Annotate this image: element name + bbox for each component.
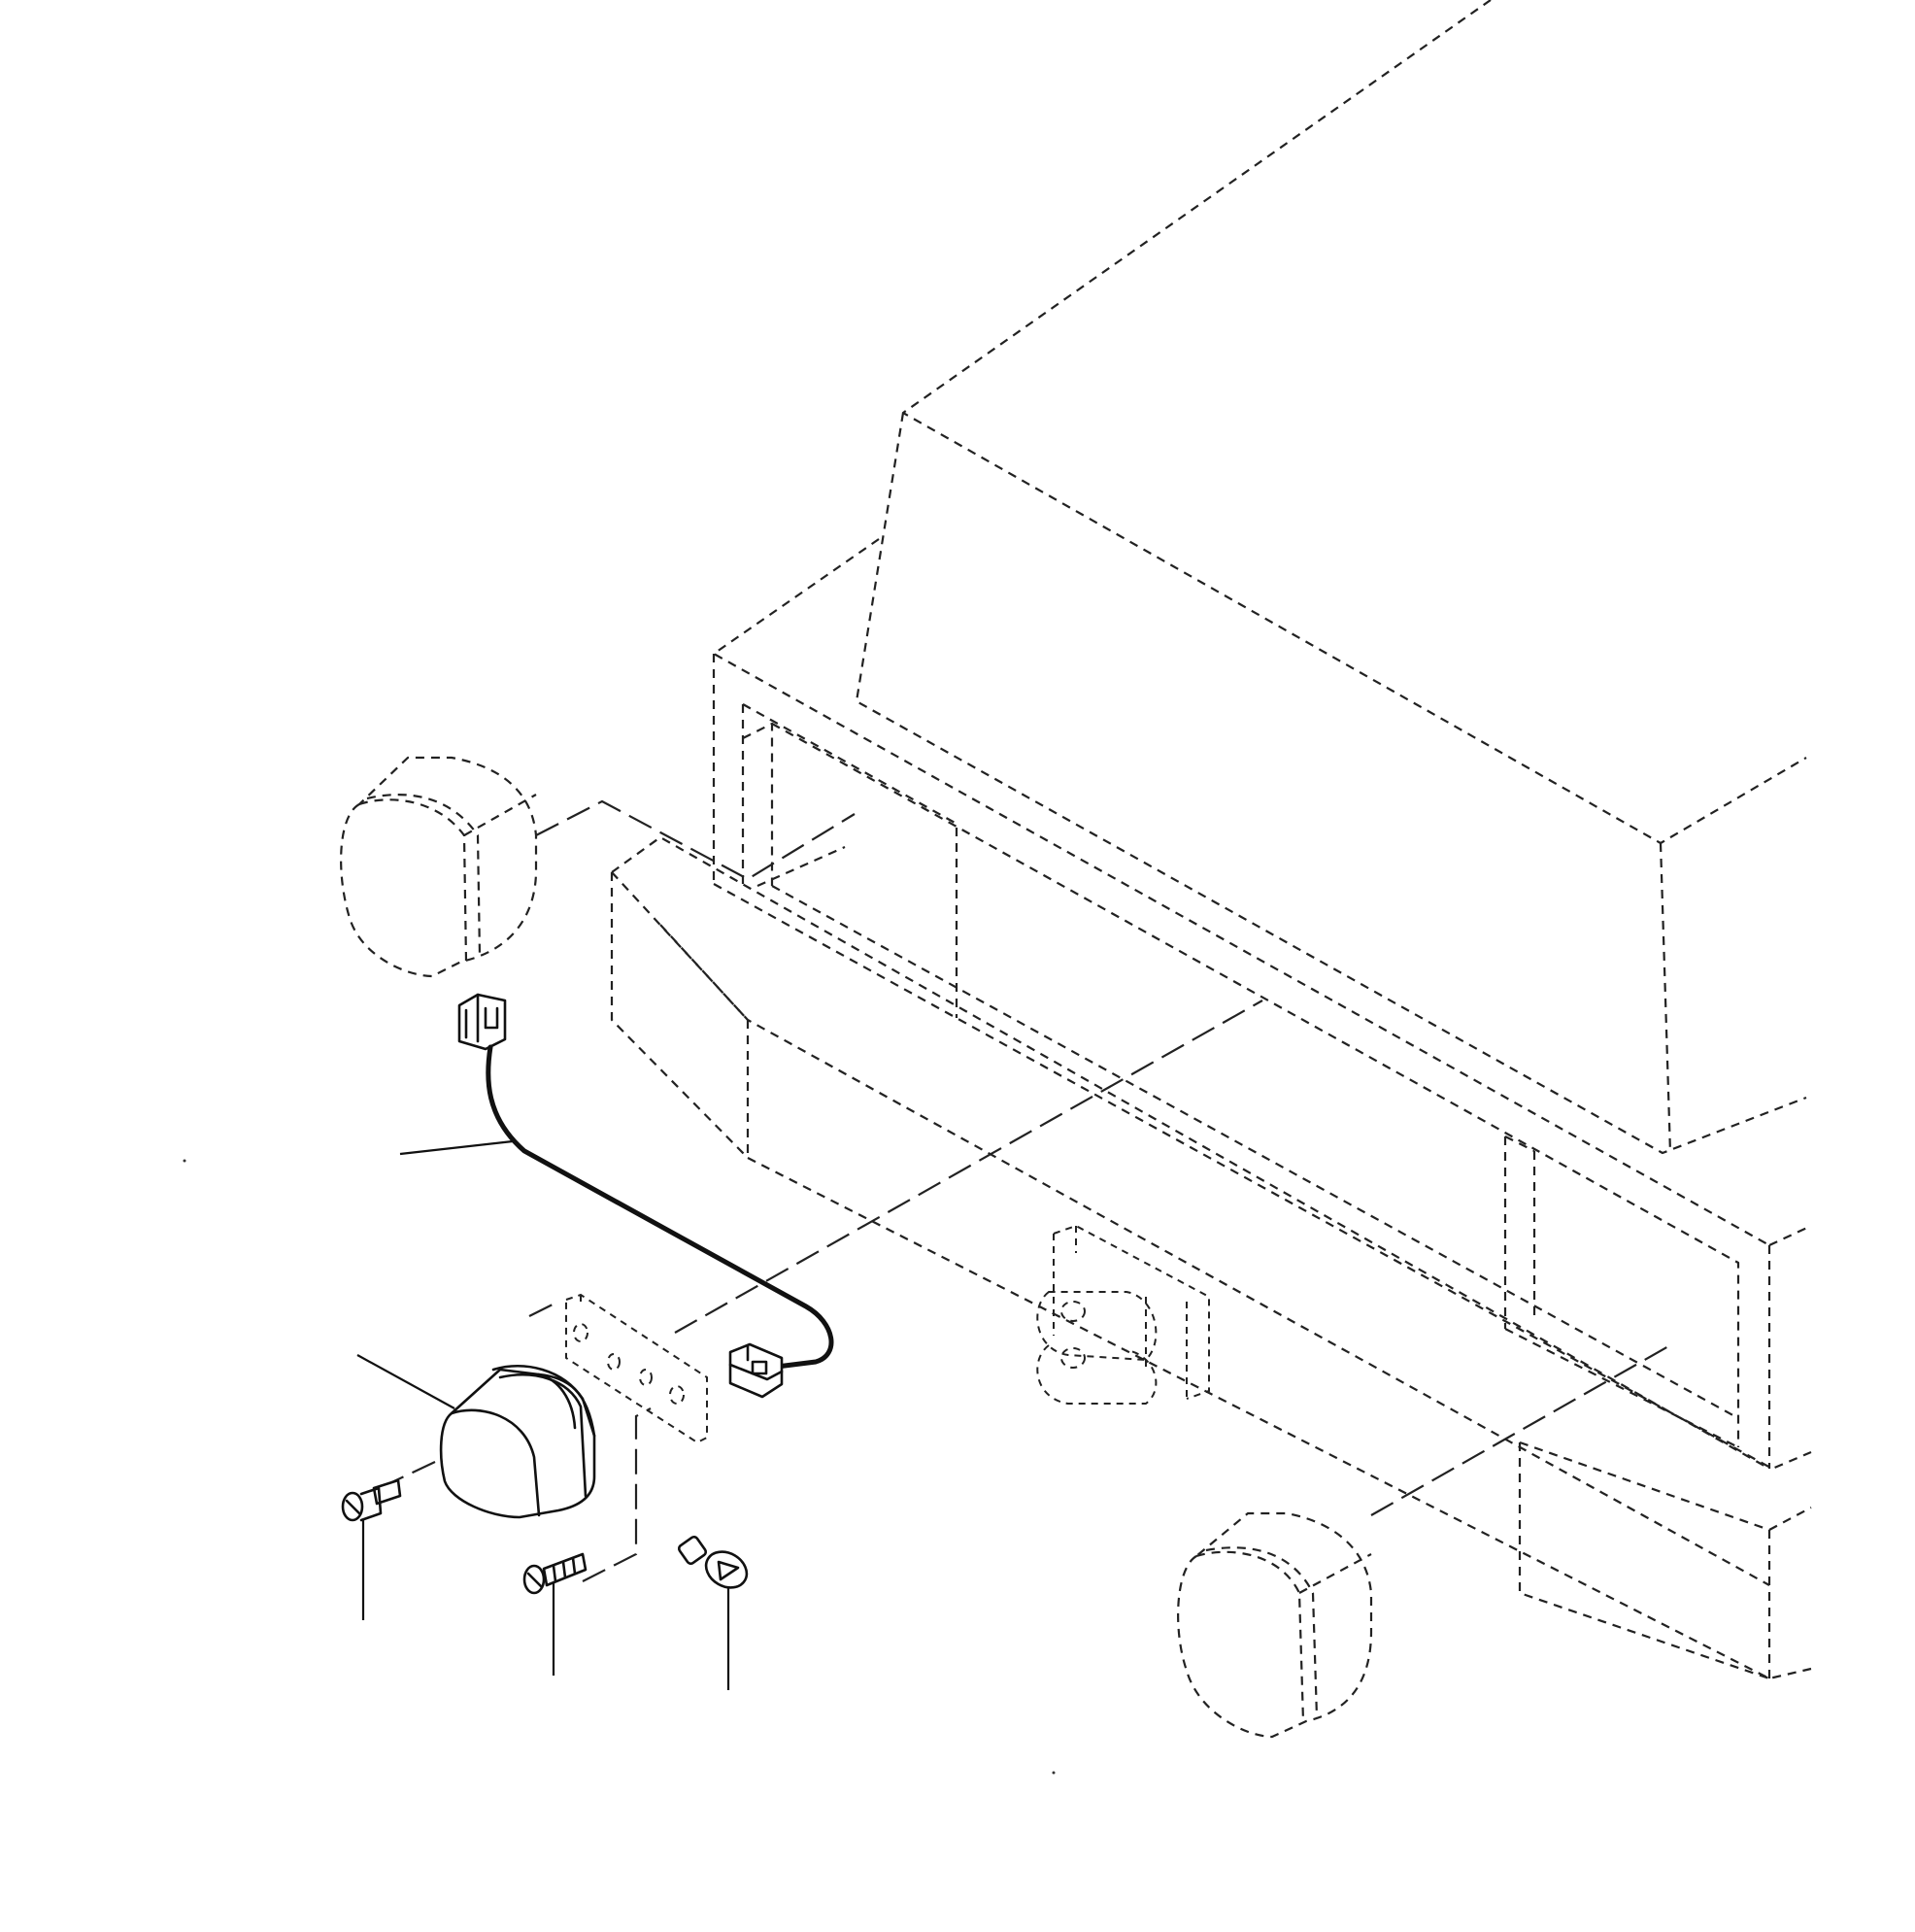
scan-specks	[183, 1159, 1056, 1775]
tow-hook-bracket	[1036, 1224, 1210, 1405]
callout-leaders	[356, 1139, 730, 1690]
bulb	[677, 1535, 749, 1589]
phantom-lamp-lower-right	[1177, 1511, 1373, 1739]
leader-wire-harness	[399, 1139, 514, 1156]
vehicle-front-panel-outline	[713, 703, 1812, 1471]
leader-lamp-housing	[356, 1354, 455, 1409]
wire-harness	[486, 1044, 834, 1370]
assembly-axis-lines	[383, 799, 1671, 1582]
harness-connector-upper	[457, 993, 507, 1051]
vehicle-bumper-outline	[610, 835, 1812, 1680]
harness-connector-lower	[728, 1342, 784, 1399]
lamp-housing	[439, 1364, 596, 1519]
screw-middle	[522, 1552, 588, 1595]
phantom-lamp-upper-left	[340, 756, 538, 978]
vehicle-cab-outline	[712, 0, 1807, 1246]
screw-left	[341, 1478, 402, 1522]
mounting-plate	[565, 1293, 708, 1444]
